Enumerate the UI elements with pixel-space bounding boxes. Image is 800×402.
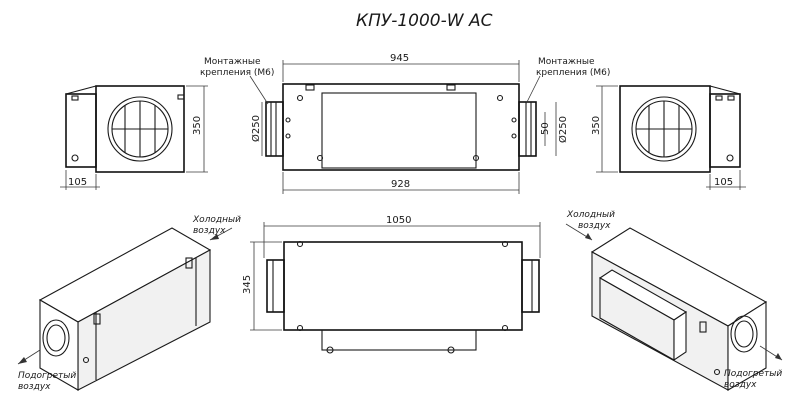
center-side-view: 945 928 Ø250 Ø250 50 Монтажные крепления… — [200, 53, 610, 194]
label-cold-air-right-line1: Холодный — [566, 210, 615, 220]
label-mount-right-line1: Монтажные — [538, 57, 595, 67]
label-warm-air-right-line1: Подогретый — [724, 369, 782, 379]
center-top-view: 1050 345 — [242, 215, 541, 354]
dim-height-left: 350 — [192, 116, 203, 135]
label-mount-right-line2: крепления (M6) — [536, 68, 610, 78]
dim-diameter-left: Ø250 — [250, 115, 262, 142]
dim-depth-left: 105 — [68, 177, 87, 188]
label-warm-air-right-line2: воздух — [724, 380, 757, 390]
dim-depth-right: 105 — [714, 177, 733, 188]
dim-diameter-right: Ø250 — [557, 116, 569, 143]
drawing-title: КПУ-1000-W AC — [356, 11, 493, 31]
dim-iso-height: 345 — [242, 275, 253, 294]
label-warm-air-left-line2: воздух — [18, 382, 51, 392]
label-warm-air-left-line1: Подогретый — [18, 371, 76, 381]
dim-flange-right: 50 — [540, 122, 551, 135]
dim-iso-length: 1050 — [386, 215, 411, 226]
label-cold-air-left-line2: воздух — [193, 226, 226, 236]
left-end-view: 350 105 — [60, 85, 208, 190]
label-mount-left-line2: крепления (M6) — [200, 68, 274, 78]
right-end-view: 350 105 — [591, 85, 746, 190]
label-cold-air-left-line1: Холодный — [192, 215, 241, 225]
dim-height-right: 350 — [591, 116, 602, 135]
dim-top-length: 945 — [390, 53, 409, 64]
label-cold-air-right-line2: воздух — [578, 221, 611, 231]
left-isometric-view: Холодный воздух Подогретый воздух — [17, 215, 241, 392]
label-mount-left-line1: Монтажные — [204, 57, 261, 67]
dim-bottom-length: 928 — [391, 179, 410, 190]
right-isometric-view: Холодный воздух Подогретый воздух — [565, 210, 782, 391]
